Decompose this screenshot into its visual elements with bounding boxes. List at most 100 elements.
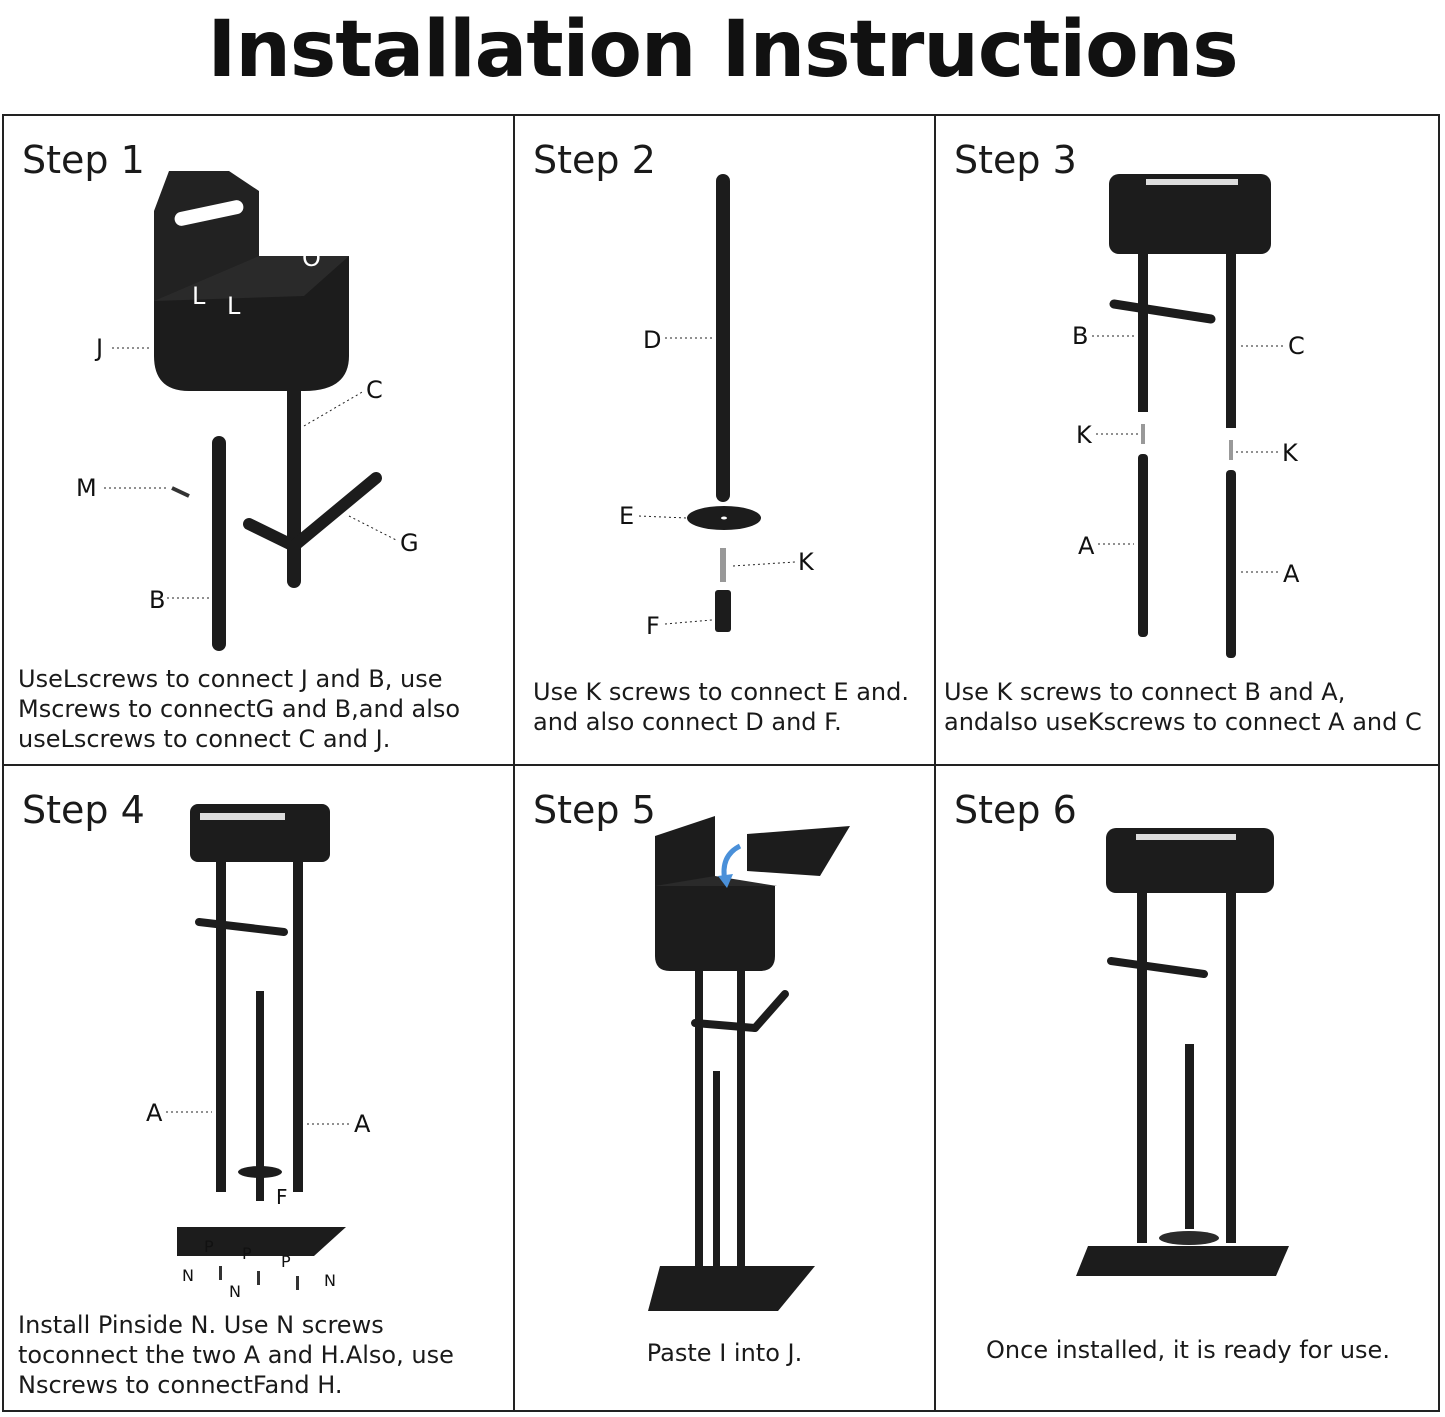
caption-line: toconnect the two A and H.Also, use bbox=[18, 1341, 454, 1369]
arm-g bbox=[288, 472, 382, 552]
leader-line bbox=[638, 515, 688, 519]
step-caption: Use K screws to connect E and. and also … bbox=[533, 677, 933, 737]
caption-line: useLscrews to connect C and J. bbox=[18, 725, 391, 753]
step-6-panel: Step 6 Once installed, it is ready for u… bbox=[936, 766, 1440, 1412]
caption-line: Nscrews to connectFand H. bbox=[18, 1371, 343, 1399]
step-6-illustration bbox=[1076, 828, 1289, 1276]
step-label: Step 5 bbox=[533, 788, 656, 832]
step-caption: Paste I into J. bbox=[515, 1338, 934, 1368]
label-E: E bbox=[619, 502, 634, 530]
pole-c bbox=[1226, 893, 1236, 1243]
base-plate-h bbox=[648, 1266, 815, 1311]
box-j bbox=[1106, 828, 1274, 893]
disc-e bbox=[238, 1166, 282, 1178]
grid-divider bbox=[934, 114, 936, 1412]
arm-g bbox=[243, 518, 300, 552]
step-caption: UseLscrews to connect J and B, use Mscre… bbox=[18, 664, 508, 754]
label-F: F bbox=[276, 1185, 288, 1209]
label-P: P bbox=[242, 1244, 252, 1263]
pole-d bbox=[713, 1071, 720, 1276]
pole-d bbox=[716, 174, 730, 502]
label-B: B bbox=[149, 586, 165, 614]
base-plate-h bbox=[177, 1227, 346, 1256]
disc-e bbox=[1159, 1231, 1219, 1245]
arm-g bbox=[1107, 957, 1208, 978]
leader-line bbox=[303, 390, 365, 427]
grid-divider bbox=[513, 114, 515, 1412]
screw-k bbox=[1141, 424, 1145, 444]
page-title: Installation Instructions bbox=[207, 5, 1238, 95]
leader-line bbox=[664, 619, 713, 625]
caption-line: andalso useKscrews to connect A and C bbox=[944, 708, 1422, 736]
arm-g bbox=[751, 990, 789, 1032]
pole-a bbox=[1138, 454, 1148, 637]
step-caption: Install Pinside N. Use N screws toconnec… bbox=[18, 1310, 508, 1400]
box-back-panel bbox=[655, 816, 715, 896]
label-N: N bbox=[324, 1271, 336, 1290]
disc-hole bbox=[721, 516, 727, 520]
pole-a bbox=[1226, 470, 1236, 658]
label-P: P bbox=[204, 1237, 214, 1256]
box-slot bbox=[1146, 179, 1238, 185]
arm-g bbox=[1109, 299, 1216, 324]
label-F: F bbox=[646, 612, 660, 640]
pole-c bbox=[1226, 252, 1236, 428]
caption-line: Use K screws to connect E and. bbox=[533, 678, 909, 706]
caption-line: and also connect D and F. bbox=[533, 708, 842, 736]
screw-k bbox=[1229, 440, 1233, 460]
label-C: C bbox=[1288, 332, 1305, 360]
label-A: A bbox=[146, 1099, 163, 1127]
pole-a bbox=[1137, 893, 1147, 1243]
pole-b bbox=[1138, 252, 1148, 412]
screw-n bbox=[219, 1266, 222, 1280]
step-2-illustration: D E K F bbox=[619, 174, 815, 640]
label-B: B bbox=[1072, 322, 1088, 350]
step-label: Step 6 bbox=[954, 788, 1077, 832]
lid-i bbox=[747, 826, 850, 876]
step-2-panel: Step 2 D E K F Use K screws to connect E… bbox=[515, 116, 934, 764]
pole-a bbox=[695, 971, 703, 1281]
label-A: A bbox=[1283, 560, 1300, 588]
box-j bbox=[190, 804, 330, 862]
label-N: N bbox=[182, 1266, 194, 1285]
pole-c bbox=[737, 971, 745, 1281]
label-C: C bbox=[366, 376, 383, 404]
box-slot bbox=[174, 200, 244, 226]
pole-a bbox=[216, 862, 226, 1192]
box-slot bbox=[200, 813, 285, 820]
step-4-illustration: A A F P P P N N N bbox=[146, 804, 371, 1301]
label-K: K bbox=[1076, 421, 1093, 449]
screw-n bbox=[296, 1276, 299, 1290]
pole-a bbox=[293, 862, 303, 1192]
caption-line: UseLscrews to connect J and B, use bbox=[18, 665, 443, 693]
pole-c bbox=[287, 378, 301, 588]
screw-n bbox=[257, 1271, 260, 1285]
step-label: Step 4 bbox=[22, 788, 145, 832]
box-j bbox=[655, 886, 775, 971]
step-label: Step 1 bbox=[22, 138, 145, 182]
caption-line: Mscrews to connectG and B,and also bbox=[18, 695, 461, 723]
box-inner bbox=[154, 256, 349, 301]
leader-line bbox=[732, 561, 796, 567]
step-label: Step 3 bbox=[954, 138, 1077, 182]
label-P: P bbox=[281, 1252, 291, 1271]
step-5-illustration bbox=[648, 816, 850, 1311]
step-3-illustration: B C K K A A bbox=[1072, 174, 1305, 658]
caption-line: Once installed, it is ready for use. bbox=[986, 1336, 1390, 1364]
label-K: K bbox=[798, 548, 815, 576]
label-D: D bbox=[643, 326, 661, 354]
base-plate-h bbox=[1076, 1246, 1289, 1276]
leader-line bbox=[348, 515, 399, 542]
pole-d bbox=[1185, 1044, 1194, 1229]
pole-b bbox=[212, 436, 226, 651]
step-1-illustration: L L O J B C G M bbox=[76, 171, 419, 651]
label-L: L bbox=[227, 292, 241, 320]
instruction-grid bbox=[2, 114, 1440, 1412]
step-1-panel: Step 1 L L O J B C G M UseLscrews to con… bbox=[4, 116, 513, 764]
step-label: Step 2 bbox=[533, 138, 656, 182]
step-4-panel: Step 4 A A F P P P N N N Install Pinside… bbox=[4, 766, 513, 1412]
arrow-head-icon bbox=[718, 874, 733, 888]
step-3-panel: Step 3 B C K K A A Use K screws to conne… bbox=[936, 116, 1440, 764]
box-j bbox=[1109, 174, 1271, 254]
label-A: A bbox=[1078, 532, 1095, 560]
